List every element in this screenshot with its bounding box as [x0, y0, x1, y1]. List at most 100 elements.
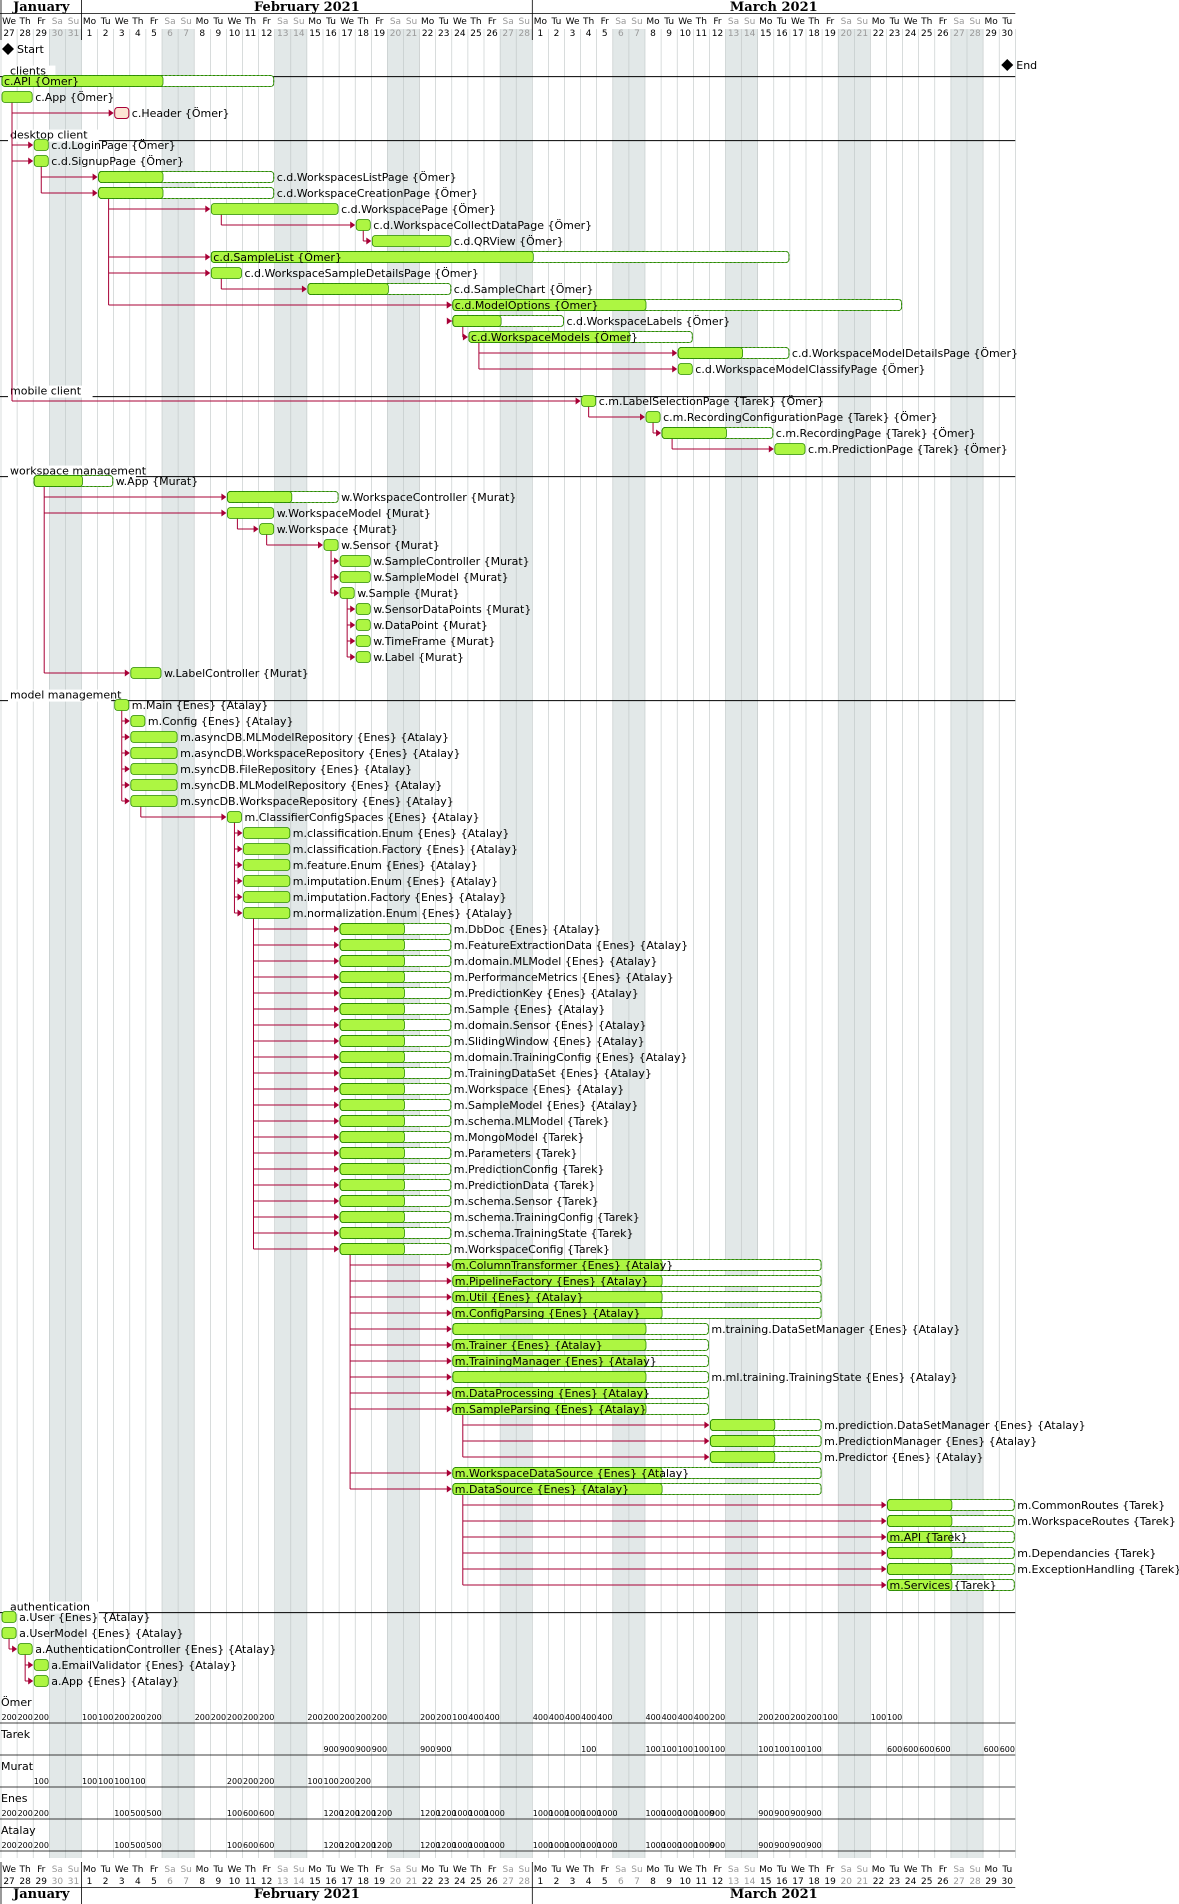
day-number: 18 [358, 29, 370, 39]
task-bar-done [339, 1243, 405, 1255]
resource-load-value: 1000 [581, 1809, 601, 1818]
task-bar-done [887, 1547, 953, 1559]
day-number: 18 [808, 1877, 820, 1887]
task-label: c.m.RecordingPage {Tarek} {Ömer} [776, 427, 976, 440]
day-number: 11 [696, 29, 707, 39]
dependency-arrowhead [334, 1149, 340, 1157]
day-number: 12 [712, 29, 723, 39]
weekday-label: We [904, 1865, 918, 1875]
section-label: clients [10, 65, 46, 78]
dependency-arrowhead [124, 797, 130, 805]
dependency-arrowhead [446, 1261, 452, 1269]
task-bar-outline [339, 939, 452, 951]
task-bar-done [452, 1323, 647, 1335]
task-label: a.AuthenticationController {Enes} {Atala… [35, 1643, 276, 1656]
dependency-arrowhead [446, 1293, 452, 1301]
weekday-label: Fr [939, 1865, 948, 1875]
weekday-label: Sa [953, 1865, 964, 1875]
day-number: 27 [953, 29, 964, 39]
resource-load-value: 200 [340, 1777, 355, 1786]
weekday-label: We [566, 17, 580, 27]
task-bar-done [114, 699, 130, 711]
resource-load-value: 1000 [452, 1809, 472, 1818]
day-number: 30 [52, 1877, 64, 1887]
resource-load-value: 200 [356, 1777, 371, 1786]
resource-load-value: 900 [710, 1809, 725, 1818]
task-label: w.TimeFrame {Murat} [373, 635, 495, 648]
task-bar-done [339, 1115, 405, 1127]
resource-load-value: 100 [662, 1745, 677, 1754]
day-number: 23 [889, 29, 900, 39]
task-bar-done [33, 155, 49, 167]
day-number: 21 [406, 29, 417, 39]
day-number: 14 [293, 29, 305, 39]
weekday-label: Sa [277, 17, 288, 27]
task-bar-done [210, 267, 242, 279]
day-number: 7 [183, 29, 189, 39]
weekday-label: We [791, 17, 805, 27]
task-bar-outline [887, 1563, 1015, 1575]
weekday-label: Mo [872, 1865, 886, 1875]
day-number: 20 [841, 1877, 853, 1887]
weekday-label: Tu [551, 17, 562, 27]
day-number: 22 [422, 1877, 433, 1887]
dependency-arrowhead [237, 909, 243, 917]
day-number: 4 [135, 1877, 141, 1887]
day-number: 19 [374, 29, 386, 39]
dependency-arrowhead [334, 973, 340, 981]
day-number: 4 [586, 29, 592, 39]
task-label: w.Label {Murat} [373, 651, 464, 664]
resource-load-value: 1200 [324, 1809, 344, 1818]
day-number: 1 [537, 1877, 543, 1887]
weekend-column [49, 29, 66, 1858]
day-number: 21 [857, 1877, 868, 1887]
day-number: 22 [873, 29, 884, 39]
dependency-arrowhead [334, 1069, 340, 1077]
weekday-label: Tu [325, 1865, 336, 1875]
task-label: m.normalization.Enum {Enes} {Atalay} [293, 907, 514, 920]
weekday-label: Th [920, 1865, 932, 1875]
resource-load-value: 400 [468, 1713, 483, 1722]
weekday-label: Sa [164, 17, 175, 27]
resource-load-value: 200 [34, 1841, 49, 1850]
day-number: 4 [586, 1877, 592, 1887]
resource-load-value: 900 [324, 1745, 339, 1754]
task-bar-outline [468, 331, 693, 343]
task-label: w.Sample {Murat} [357, 587, 459, 600]
weekday-label: Th [19, 17, 31, 27]
day-number: 13 [728, 1877, 739, 1887]
dependency-arrowhead [446, 1309, 452, 1317]
task-label: m.Main {Enes} {Atalay} [132, 699, 269, 712]
dependency-arrowhead [334, 1085, 340, 1093]
day-number: 25 [470, 1877, 481, 1887]
dependency-arrowhead [237, 829, 243, 837]
dependency-arrowhead [124, 717, 130, 725]
day-number: 19 [374, 1877, 386, 1887]
day-number: 11 [696, 1877, 707, 1887]
weekday-label: Mo [421, 1865, 435, 1875]
day-number: 29 [985, 1877, 997, 1887]
weekday-label: Fr [263, 1865, 272, 1875]
task-bar-done [339, 939, 405, 951]
resource-load-value: 200 [243, 1713, 258, 1722]
weekday-label: Mo [534, 1865, 548, 1875]
day-number: 2 [554, 29, 560, 39]
month-label: January [12, 1887, 70, 1902]
task-label: c.d.ModelOptions {Ömer} [455, 299, 599, 312]
weekday-label: Mo [872, 17, 886, 27]
dependency-arrowhead [446, 1469, 452, 1477]
resource-name: Enes [1, 1792, 28, 1805]
dependency-arrowhead [334, 1229, 340, 1237]
weekday-label: Mo [646, 17, 660, 27]
weekday-label: Fr [601, 1865, 610, 1875]
weekday-label: Tu [100, 17, 111, 27]
resource-load-value: 100 [710, 1745, 725, 1754]
resource-load-value: 1000 [565, 1809, 585, 1818]
month-label: February 2021 [254, 1887, 360, 1902]
weekday-label: Sa [728, 17, 739, 27]
task-bar-done [339, 1131, 405, 1143]
task-bar-outline [339, 1211, 452, 1223]
task-bar-outline [339, 1099, 452, 1111]
task-bar-done [339, 1083, 405, 1095]
dependency-arrowhead [334, 589, 340, 597]
